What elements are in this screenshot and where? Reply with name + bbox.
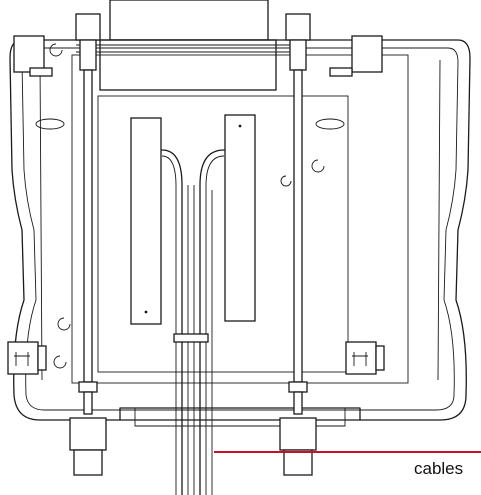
cables-callout-label: cables <box>414 459 464 478</box>
top-clips <box>13 35 383 77</box>
connector-left <box>7 341 47 375</box>
mounting-arm-left <box>69 13 107 476</box>
top-connector <box>76 0 300 91</box>
mounting-arm-right <box>279 13 317 476</box>
device-housing <box>9 39 471 427</box>
cable-bundle <box>161 149 225 495</box>
pcb-board-right <box>224 114 256 322</box>
pcb-board-left <box>130 117 162 325</box>
connector-right <box>345 341 385 375</box>
rotation-symbols <box>35 43 345 369</box>
